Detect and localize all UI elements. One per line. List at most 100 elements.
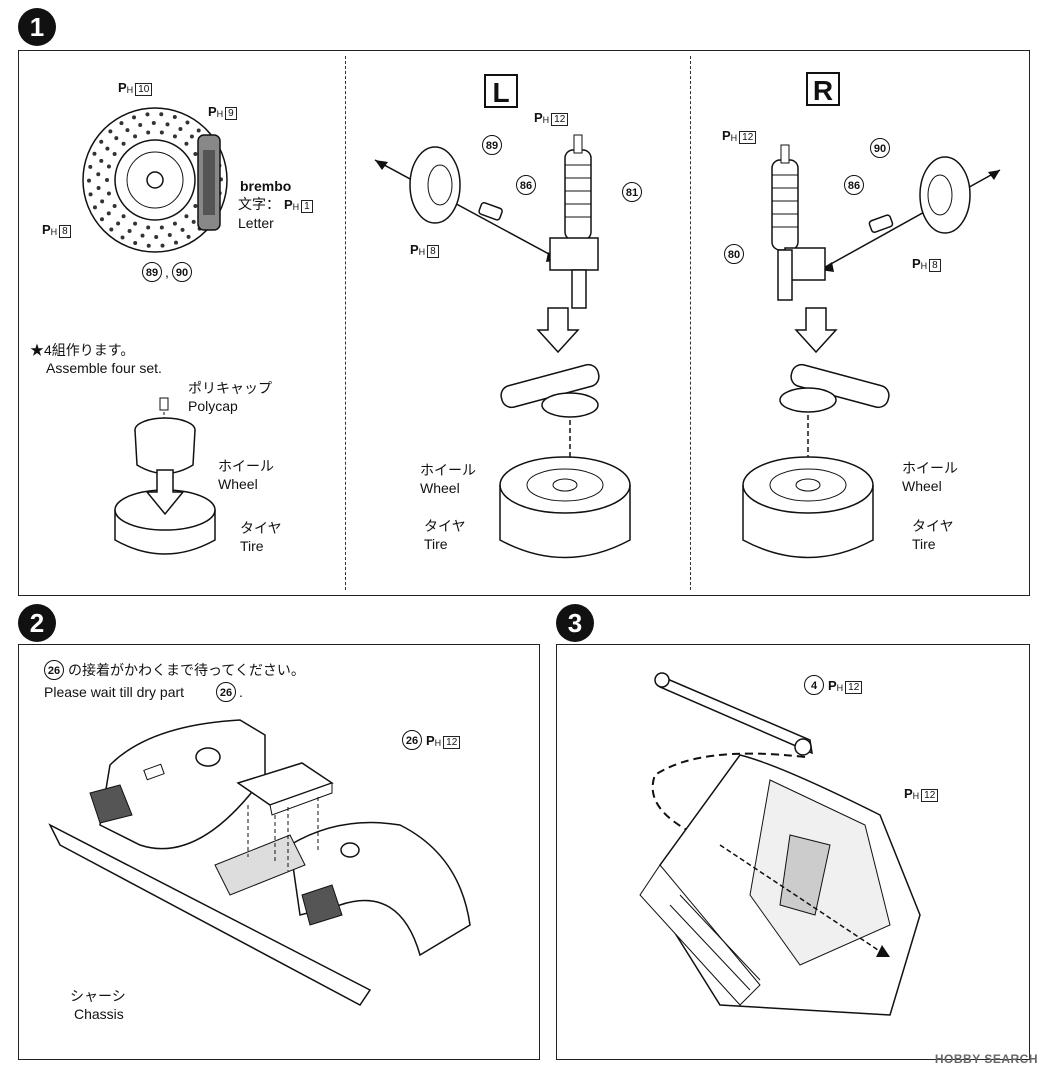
disc-hole (133, 240, 138, 245)
disc-hole (172, 134, 177, 139)
disc-hole (132, 115, 137, 120)
polycap-jp-label: ポリキャップ (188, 380, 272, 396)
disc-hole (145, 112, 150, 117)
comma: , (165, 264, 169, 280)
watermark: HOBBY SEARCH (934, 1052, 1038, 1066)
disc-hole (185, 120, 190, 125)
step-2-panel (18, 644, 540, 1060)
wheel-en-label: Wheel (218, 476, 258, 492)
disc-hole (88, 164, 93, 169)
disc-hole (125, 128, 130, 133)
part-89-circle: 89 (142, 262, 162, 282)
disc-hole (100, 199, 105, 204)
disc-hole (116, 221, 121, 226)
right-side-box: R (806, 72, 840, 106)
disc-hole (114, 136, 119, 141)
disc-hole (127, 229, 132, 234)
left-tire-jp-label: タイヤ (424, 518, 466, 534)
left-side-box: L (484, 74, 518, 108)
right-wheel-jp-label: ホイール (902, 460, 958, 476)
disc-hole (138, 122, 143, 127)
disc-hole (121, 214, 126, 219)
disc-hole (159, 130, 164, 135)
right-hub-number: 90 (870, 138, 890, 158)
left-wheel-jp-label: ホイール (420, 462, 476, 478)
part-90-circle: 90 (172, 262, 192, 282)
step-1-divider-1 (345, 56, 346, 590)
right-tire-jp-label: タイヤ (912, 518, 954, 534)
step-3-number: 3 (556, 604, 594, 642)
disc-hole (193, 152, 198, 157)
disc-hole (99, 217, 104, 222)
step-1-divider-2 (690, 56, 691, 590)
disc-hole (121, 141, 126, 146)
disc-hole (108, 129, 113, 134)
brake-disc-illustration (82, 107, 228, 253)
disc-hole (106, 164, 111, 169)
disc-hole (133, 221, 138, 226)
step-2-number: 2 (18, 604, 56, 642)
step-2-note-en-period: . (239, 684, 243, 700)
disc-hole (105, 178, 109, 182)
disc-hole (159, 225, 164, 230)
disc-hole (92, 151, 97, 156)
wheel-tire-assembly-illustration (114, 397, 216, 555)
left-wheel-en-label: Wheel (420, 480, 460, 496)
disc-hole (178, 126, 183, 131)
disc-hole (99, 139, 104, 144)
disc-hole (96, 186, 101, 191)
disc-hole (106, 211, 111, 216)
disc-hole (189, 134, 194, 139)
disc-hole (119, 121, 124, 126)
disc-hole (146, 225, 151, 230)
disc-hole (154, 234, 159, 239)
disc-hole (112, 152, 117, 157)
right-pin-number: 86 (844, 175, 864, 195)
disc-hole (140, 233, 145, 238)
step-3-panel (556, 644, 1030, 1060)
disc-hole (133, 134, 138, 139)
disc-hole (196, 128, 201, 133)
disc-hole (146, 243, 151, 248)
disc-hole (92, 205, 97, 210)
body-illustration (639, 672, 921, 1016)
disc-hole (96, 172, 101, 177)
disc-hole (99, 158, 104, 163)
disc-hole (173, 240, 178, 245)
disc-hole (165, 122, 170, 127)
right-wheel-en-label: Wheel (902, 478, 942, 494)
left-strut-assembly-illustration (374, 134, 631, 559)
brand-label: brembo (240, 178, 292, 194)
disc-hole (112, 203, 117, 208)
step-2-part-number: 26 (402, 730, 422, 750)
letter-jp-label: 文字： (238, 196, 280, 212)
step-2-note-en: Please wait till dry part (44, 684, 185, 700)
disc-hole (109, 227, 114, 232)
right-strut-number: 80 (724, 244, 744, 264)
disc-hole (146, 130, 151, 135)
left-hub-number: 89 (482, 135, 502, 155)
assemble-note-en: Assemble four set. (46, 360, 162, 376)
disc-hole (184, 214, 189, 219)
step-3-arm-number: 4 (804, 675, 824, 695)
disc-hole (151, 121, 156, 126)
disc-hole (172, 115, 177, 120)
left-pin-number: 86 (516, 175, 536, 195)
left-strut-number: 81 (622, 182, 642, 202)
step-1-number: 1 (18, 8, 56, 46)
disc-hole (184, 141, 189, 146)
disc-hole (120, 235, 125, 240)
disc-hole (186, 234, 191, 239)
letter-en-label: Letter (238, 215, 274, 231)
disc-hole (106, 191, 111, 196)
disc-hole (167, 233, 172, 238)
right-tire-en-label: Tire (912, 536, 936, 552)
disc-hole (87, 178, 92, 183)
